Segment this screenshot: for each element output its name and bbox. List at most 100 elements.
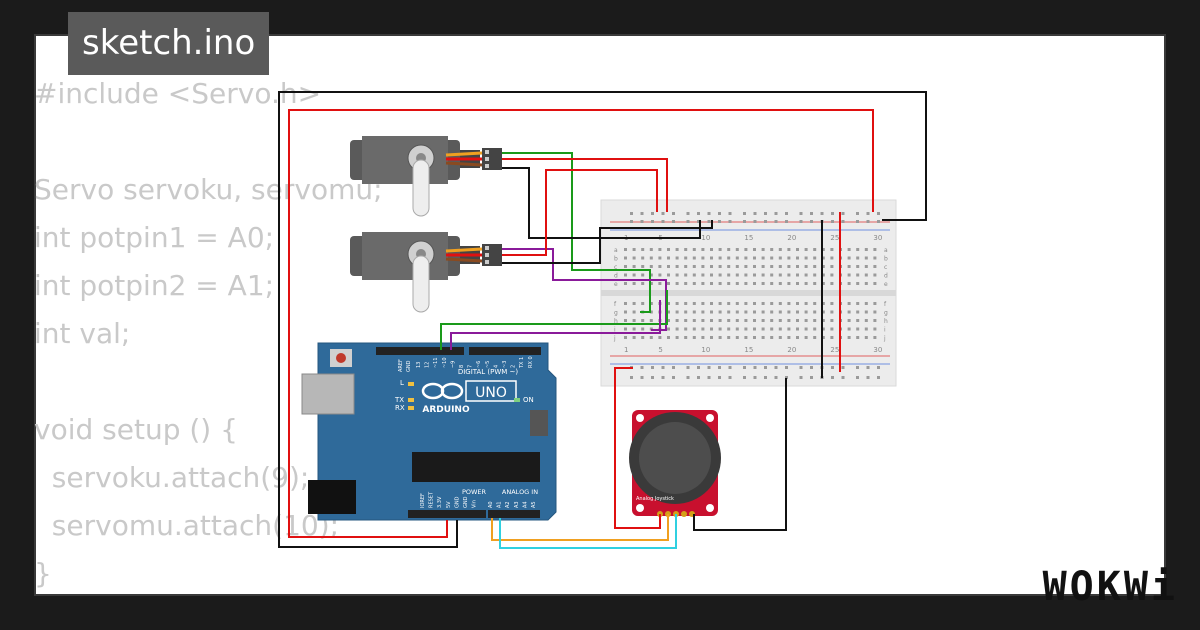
breadboard-hole: [799, 366, 803, 369]
breadboard-hole: [778, 336, 782, 339]
breadboard-hole: [856, 310, 860, 314]
breadboard-hole: [778, 273, 782, 277]
breadboard-col-number: 10: [701, 346, 710, 354]
breadboard-hole: [841, 212, 845, 215]
breadboard-hole: [641, 256, 645, 260]
breadboard-hole: [727, 336, 731, 339]
breadboard-hole: [744, 265, 748, 268]
breadboard-hole: [873, 327, 877, 331]
breadboard-hole: [877, 212, 880, 215]
breadboard-hole: [831, 212, 834, 215]
breadboard-hole: [658, 248, 662, 251]
digital-pin-label: 2: [511, 365, 517, 368]
breadboard-hole: [810, 376, 813, 379]
breadboard-row-letter: e: [884, 281, 888, 288]
breadboard-hole: [701, 327, 705, 331]
breadboard-hole: [649, 265, 653, 268]
breadboard-hole: [710, 248, 713, 251]
breadboard-hole: [710, 327, 713, 331]
breadboard-hole: [632, 273, 636, 277]
breadboard-hole: [661, 220, 665, 223]
breadboard-col-number: 15: [744, 234, 753, 242]
breadboard-hole: [692, 319, 696, 322]
breadboard-hole: [710, 302, 713, 305]
breadboard-hole: [841, 366, 845, 369]
analog-label: ANALOG IN: [502, 488, 538, 496]
breadboard-hole: [686, 366, 690, 369]
breadboard-hole: [675, 327, 679, 331]
digital-pin-label: TX 1: [519, 357, 525, 369]
breadboard-hole: [873, 273, 877, 277]
breadboard-hole: [856, 302, 860, 305]
breadboard-hole: [658, 282, 662, 285]
breadboard-row-letter: f: [884, 301, 887, 308]
breadboard-hole: [743, 220, 746, 223]
breadboard-hole: [632, 336, 636, 339]
breadboard-hole: [624, 273, 627, 277]
breadboard-hole: [707, 220, 711, 223]
breadboard-hole: [830, 256, 834, 260]
breadboard-hole: [866, 366, 870, 369]
file-tab[interactable]: sketch.ino: [68, 12, 270, 75]
breadboard-hole: [821, 265, 825, 268]
breadboard-hole: [735, 310, 739, 314]
breadboard-hole: [630, 376, 633, 379]
arduino-model: UNO: [475, 385, 507, 401]
breadboard-hole: [856, 212, 859, 215]
breadboard-hole: [804, 256, 808, 260]
breadboard-hole: [796, 282, 799, 285]
breadboard-hole: [761, 310, 765, 314]
servo-top: [350, 136, 502, 217]
breadboard-hole: [856, 265, 860, 268]
power-pin-label: GND: [454, 496, 460, 508]
breadboard-hole: [770, 310, 774, 314]
breadboard-hole: [649, 310, 653, 314]
breadboard-hole: [856, 366, 859, 369]
wire-purple-servo-bottom: [502, 248, 667, 331]
breadboard-hole: [753, 220, 757, 223]
breadboard-hole: [821, 273, 825, 277]
breadboard-hole: [718, 319, 722, 322]
breadboard-hole: [796, 265, 799, 268]
analog-pin-label: A5: [531, 501, 537, 508]
breadboard-hole: [624, 248, 627, 251]
breadboard-hole: [796, 327, 799, 331]
breadboard-col-number: 30: [873, 234, 882, 242]
breadboard-hole: [684, 273, 688, 277]
breadboard-hole: [787, 265, 791, 268]
pin-label-aref: AREF: [398, 359, 404, 372]
breadboard-hole: [701, 273, 705, 277]
breadboard-hole: [847, 302, 851, 305]
breadboard-row-letter: d: [884, 273, 888, 280]
digital-label: DIGITAL (PWM ~): [458, 368, 519, 376]
breadboard-hole: [778, 327, 782, 331]
digital-pin-label: ~11: [433, 357, 439, 368]
breadboard-hole: [787, 336, 791, 339]
breadboard-hole: [864, 302, 868, 305]
servo-bottom-horn: [412, 255, 430, 313]
breadboard-hole: [764, 366, 767, 369]
breadboard-hole: [761, 336, 765, 339]
breadboard-hole: [672, 376, 675, 379]
breadboard-hole: [830, 319, 834, 322]
breadboard-hole: [821, 310, 825, 314]
breadboard-hole: [821, 319, 825, 322]
breadboard-hole: [718, 212, 721, 215]
breadboard-hole: [770, 282, 774, 285]
breadboard-hole: [718, 248, 722, 251]
breadboard-hole: [821, 336, 825, 339]
breadboard-hole: [692, 248, 696, 251]
breadboard-hole: [787, 302, 791, 305]
breadboard-row-letter: g: [614, 310, 618, 317]
joystick-knob[interactable]: [639, 422, 711, 494]
breadboard-hole: [692, 327, 696, 331]
breadboard-hole: [841, 220, 845, 223]
breadboard-hole: [649, 319, 653, 322]
breadboard-hole: [821, 327, 825, 331]
reset-button[interactable]: [336, 353, 346, 363]
breadboard-hole: [651, 366, 654, 369]
breadboard-row-letter: c: [614, 264, 617, 271]
wire-black-servo-bottom: [502, 220, 713, 264]
wire-green-servo-top: [502, 152, 651, 313]
breadboard-hole: [641, 248, 645, 251]
